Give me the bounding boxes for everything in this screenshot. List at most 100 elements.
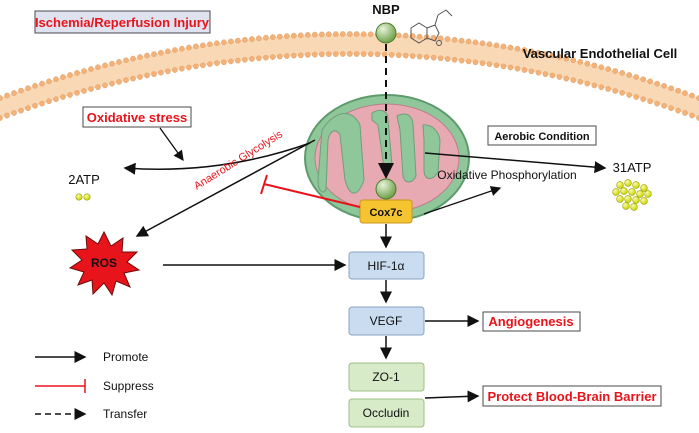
membrane-head (360, 31, 367, 37)
vegf-box (348, 306, 425, 336)
membrane-head (626, 92, 633, 98)
membrane-head (605, 86, 612, 92)
membrane-head (598, 84, 605, 90)
membrane-head (668, 85, 674, 91)
membrane-head (102, 62, 108, 69)
membrane-head (430, 54, 437, 61)
membrane-head (256, 55, 262, 62)
atp-dot (75, 193, 83, 201)
membrane-head (556, 74, 563, 80)
zo1-label: ZO-1 (372, 370, 400, 384)
membrane-head (88, 86, 94, 92)
membrane-head (290, 32, 297, 39)
membrane-head (4, 112, 10, 119)
arrow-to-bbb (424, 390, 480, 403)
membrane-head (228, 38, 234, 45)
anaerobic-glycolysis-label: Anaerobic Glycolysis (192, 128, 285, 193)
membrane-head (535, 49, 542, 56)
protect-bbb-label: Protect Blood-Brain Barrier (487, 389, 656, 404)
membrane-head (675, 87, 681, 94)
membrane-head (18, 87, 24, 94)
membrane-head (67, 72, 73, 78)
protect-bbb-box (482, 385, 662, 407)
membrane-head (661, 103, 667, 109)
membrane-head (200, 42, 206, 49)
membrane-head (263, 54, 269, 61)
membrane-head (486, 61, 493, 67)
arrow-oxstress (159, 127, 184, 162)
membrane-head (235, 37, 241, 44)
membrane-head (74, 90, 80, 96)
arrow-to-31atp (424, 152, 607, 174)
suppress-bar-cox7c (260, 174, 268, 195)
membrane-head (332, 31, 339, 37)
membrane-head (290, 52, 297, 59)
membrane-head (318, 31, 325, 38)
oxidative-phosphorylation-label: Oxidative Phosphorylation (437, 168, 576, 182)
membrane-head (144, 52, 150, 59)
membrane-head (346, 31, 353, 37)
membrane-head (46, 78, 52, 85)
membrane-head (353, 31, 360, 37)
membrane-head (402, 52, 409, 59)
atp-low-label: 2ATP (68, 172, 100, 187)
membrane-head (416, 53, 423, 60)
atp-dot (616, 195, 624, 203)
ischemia-label: Ischemia/Reperfusion Injury (35, 15, 210, 30)
membrane-head (249, 36, 255, 42)
atp-dot (612, 188, 620, 196)
membrane-head (500, 43, 507, 50)
membrane-head (353, 51, 360, 57)
membrane-head (619, 90, 626, 96)
membrane-head (123, 77, 129, 83)
vegf-label: VEGF (370, 314, 403, 328)
membrane-head (11, 110, 17, 116)
membrane-head (151, 51, 157, 57)
occludin-box (348, 398, 425, 428)
cox7c-box (359, 199, 413, 224)
membrane-head (269, 54, 276, 60)
membrane-head (640, 96, 647, 102)
atp-dot (620, 187, 628, 195)
membrane-head (60, 94, 66, 100)
atp-dot (636, 190, 644, 198)
membrane-head (584, 80, 591, 87)
membrane-head (696, 95, 699, 101)
membrane-head (472, 39, 479, 46)
membrane-head (528, 68, 535, 75)
membrane-head (416, 33, 423, 40)
membrane-head (696, 115, 699, 121)
membrane-head (214, 40, 220, 47)
membrane-head (221, 59, 227, 66)
membrane-head (158, 49, 164, 56)
atp-dot (622, 202, 630, 210)
membrane-head (647, 78, 653, 85)
membrane-head (570, 77, 577, 83)
membrane-head (444, 56, 451, 62)
membrane-head (682, 110, 688, 116)
ischemia-box (34, 10, 211, 34)
membrane-head (367, 51, 374, 58)
membrane-head (158, 69, 164, 76)
membrane-head (207, 61, 213, 67)
atp-dot (640, 184, 648, 192)
atp-dot (624, 195, 632, 203)
membrane-head (633, 94, 640, 100)
membrane-head (81, 68, 87, 74)
membrane-head (39, 100, 45, 107)
vascular-cell-label: Vascular Endothelial Cell (523, 46, 678, 61)
membrane-head (137, 54, 143, 60)
membrane-head (458, 57, 465, 64)
membrane-head (339, 51, 346, 57)
membrane-head (200, 62, 206, 69)
membrane-head (137, 74, 143, 80)
atp-dot (616, 181, 624, 189)
ros-label: ROS (91, 256, 117, 270)
membrane-head (144, 72, 150, 79)
membrane-head (18, 107, 24, 114)
membrane-head (486, 41, 493, 48)
membrane-head (549, 72, 556, 79)
membrane-head (465, 58, 472, 65)
membrane-head (626, 72, 633, 78)
membrane-head (612, 88, 619, 94)
